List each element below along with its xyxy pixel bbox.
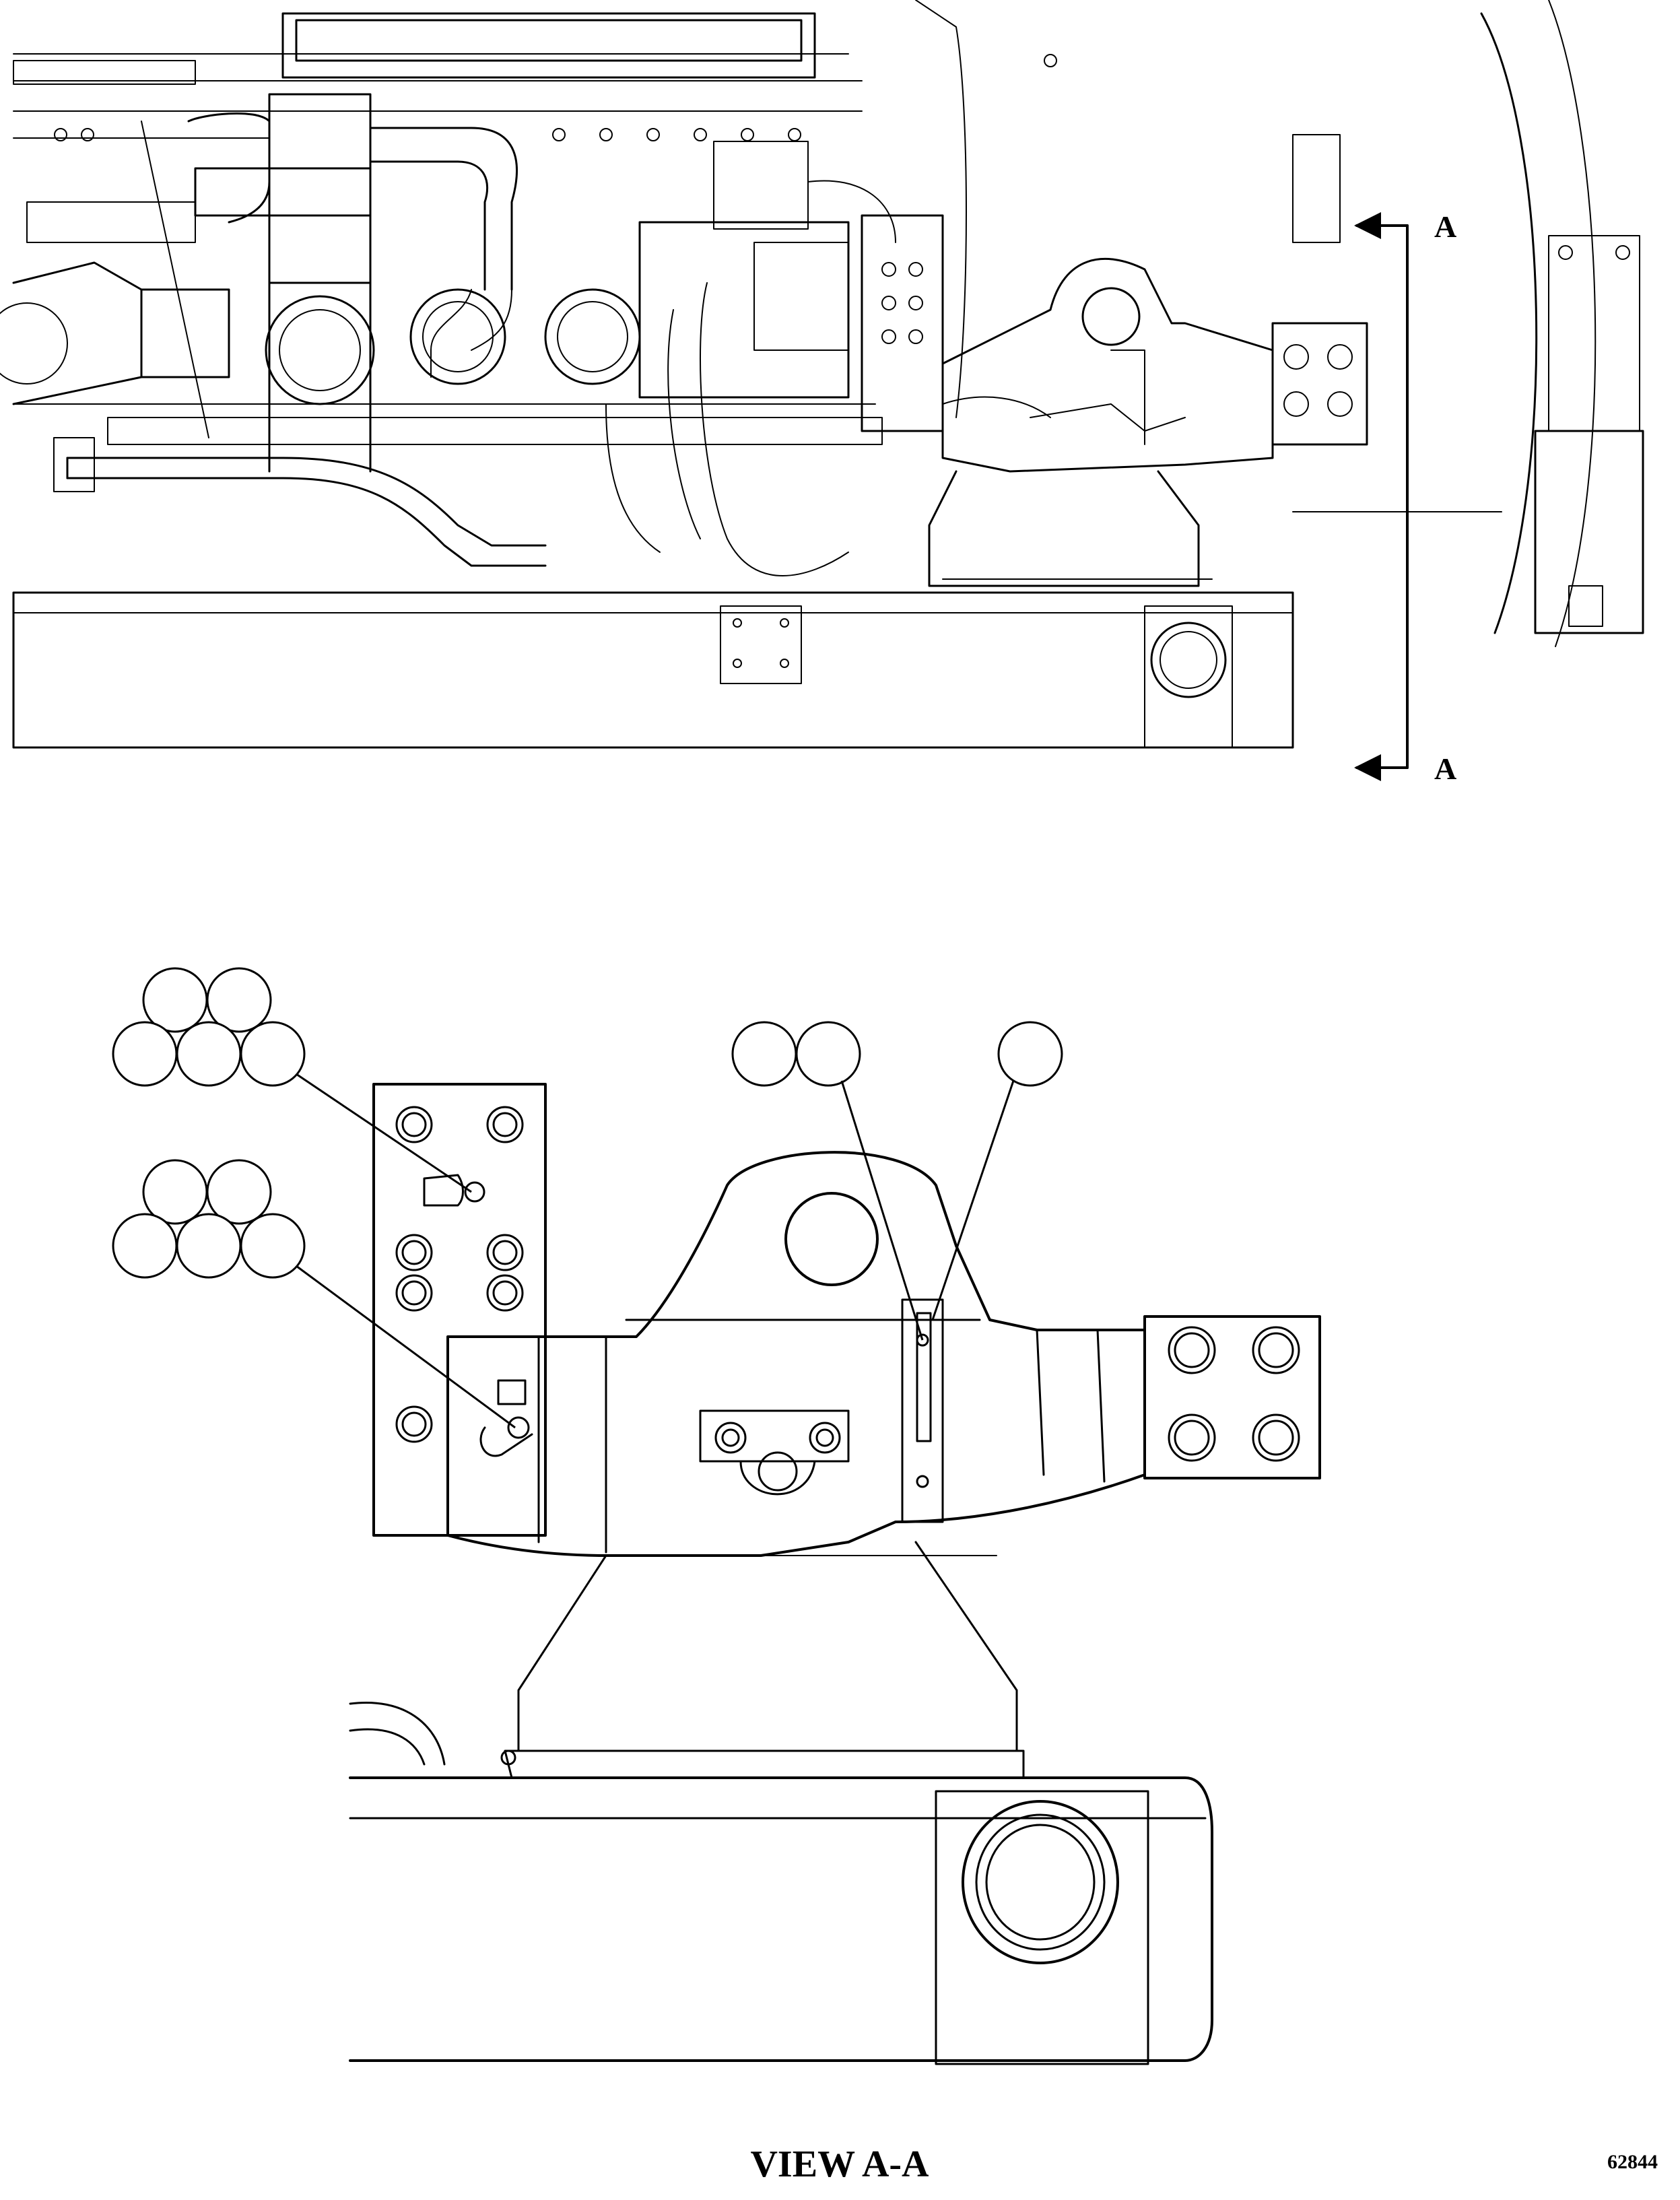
right-mount-pad — [1143, 1315, 1321, 1479]
hinge-bracket-overview — [941, 257, 1274, 473]
callout-bubble — [142, 1159, 208, 1225]
callout-group-upper-left — [112, 967, 472, 1193]
valve-cover — [281, 12, 816, 79]
figure-number: 62844 — [1607, 2151, 1658, 2173]
frame-rail-end-block — [935, 1790, 1149, 2065]
frame-rail-overview — [12, 591, 1294, 749]
leader-line — [296, 1073, 472, 1193]
callout-bubble — [997, 1021, 1063, 1087]
right-mount-pad-bolts — [1168, 1326, 1300, 1462]
port-center — [409, 288, 506, 385]
callout-bubble — [112, 1021, 178, 1087]
leader-line — [296, 1265, 516, 1429]
section-marker-top: A — [1434, 209, 1456, 244]
callout-bubble — [731, 1021, 797, 1087]
section-line-a-a — [1354, 212, 1409, 781]
callout-bubble — [176, 1213, 242, 1279]
leader-line — [840, 1080, 924, 1341]
callout-group-right-single — [931, 1021, 1063, 1321]
section-marker-bottom: A — [1434, 752, 1456, 786]
coolant-hose — [66, 457, 547, 547]
callout-bubble — [176, 1021, 242, 1087]
mounting-plate — [372, 1083, 547, 1537]
port-right — [544, 288, 641, 385]
frame-port — [962, 1800, 1119, 1964]
hinge-pin-bore — [784, 1192, 879, 1286]
port-left — [265, 295, 375, 405]
air-duct-block — [268, 93, 372, 284]
leader-line — [931, 1080, 1015, 1321]
callout-group-lower-left — [112, 1159, 516, 1429]
right-bracket — [1534, 430, 1644, 634]
frame-rail — [349, 1776, 1213, 2062]
housing-arc — [1480, 12, 1538, 634]
terminal-strip — [861, 214, 944, 432]
harness-block — [638, 221, 850, 399]
hinge-bracket — [446, 1151, 1146, 1557]
detail-view-a-a — [349, 1083, 1321, 2065]
callout-group-center-pair — [731, 1021, 924, 1341]
callout-bubble — [206, 1159, 272, 1225]
clamp-plate — [699, 1409, 850, 1463]
callout-bubble — [112, 1213, 178, 1279]
callout-bubble — [240, 1021, 306, 1087]
overview-view — [0, 0, 1644, 781]
callout-bubble — [240, 1213, 306, 1279]
callout-bubble — [206, 967, 272, 1033]
callout-bubble — [795, 1021, 861, 1087]
mount-plate-overview — [1271, 322, 1368, 446]
callout-bubble — [142, 967, 208, 1033]
bolt-row-top — [54, 54, 1057, 141]
frame-port-overview — [1150, 622, 1227, 698]
mounting-plate-bolts — [395, 1106, 524, 1443]
view-title: VIEW A-A — [750, 2143, 929, 2185]
